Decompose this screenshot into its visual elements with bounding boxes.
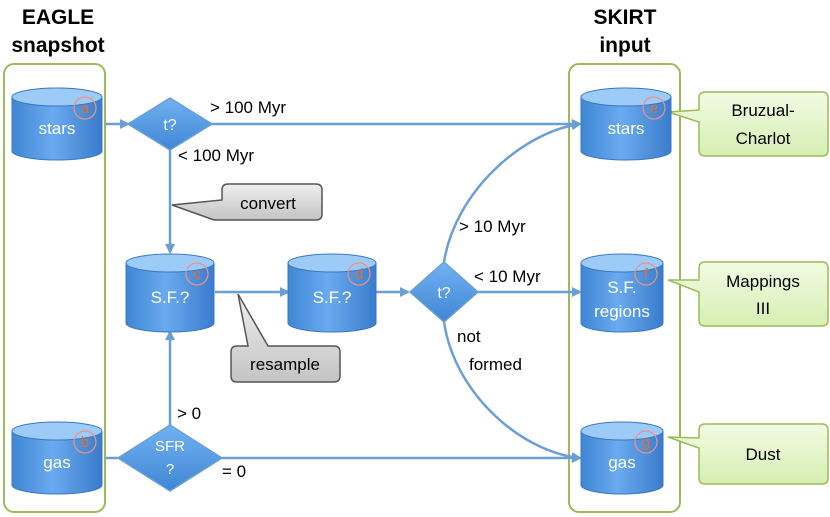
tag-circle (634, 430, 658, 454)
tag-circle (73, 430, 97, 454)
tag-letter-g: g (642, 434, 650, 451)
bc-line1: Bruzual- (731, 101, 794, 120)
cylinder-sf-out-line1: S.F. (607, 278, 636, 297)
connectors (106, 119, 582, 463)
tag-letter-d: d (355, 266, 363, 283)
decision-t1-label: t? (163, 117, 176, 134)
tag-letter-a: a (81, 100, 90, 117)
resample-callout: resample (230, 293, 341, 383)
tag-letter-f: f (644, 266, 649, 283)
bc-line2: Charlot (736, 129, 791, 148)
skirt-panel (568, 63, 681, 513)
cylinder-gas-out-label: gas (608, 453, 635, 472)
decision-t1: t? (126, 97, 214, 151)
tag-circle (347, 262, 371, 286)
convert-callout: convert (171, 183, 323, 221)
dust-callout: Dust (667, 423, 829, 485)
mappings-line1: Mappings (726, 272, 800, 291)
cylinder-sf-out-line2: regions (594, 302, 650, 321)
tag-circle (642, 96, 666, 120)
mappings-callout: Mappings III (667, 261, 829, 327)
edge-label-eq0: = 0 (222, 462, 246, 481)
dust-label: Dust (746, 445, 781, 464)
resample-label: resample (250, 355, 320, 374)
edge-label-gt0: > 0 (177, 404, 201, 423)
bruzual-charlot-callout: Bruzual- Charlot (667, 91, 829, 157)
tag-letter-e: e (650, 100, 658, 117)
tag-circle (185, 262, 209, 286)
cylinders: starsagasbS.F.?cS.F.?dstarseS.F.regionsf… (11, 87, 672, 495)
arrow-t2-to-gas-out (442, 321, 582, 463)
tag-letter-c: c (193, 266, 201, 283)
mappings-line2: III (756, 299, 770, 318)
edge-label-formed: formed (469, 355, 522, 374)
decision-sfr: SFR ? (116, 424, 224, 492)
tag-letter-b: b (81, 434, 89, 451)
decision-t2: t? (408, 260, 480, 324)
cylinder-sf1-label: S.F.? (151, 288, 190, 307)
decision-sfr-line1: SFR (155, 438, 185, 455)
skirt-header-line2: input (599, 34, 650, 57)
tag-circle (634, 262, 658, 286)
eagle-panel (3, 63, 106, 513)
cylinder-stars-in-label: stars (39, 119, 76, 138)
edge-label-gt100: > 100 Myr (210, 98, 286, 117)
eagle-header-line2: snapshot (11, 34, 104, 57)
skirt-header-line1: SKIRT (594, 6, 657, 29)
cylinder-gas-in-label: gas (43, 453, 70, 472)
eagle-header-line1: EAGLE (22, 6, 94, 29)
convert-label: convert (240, 194, 296, 213)
edge-label-lt10: < 10 Myr (474, 267, 541, 286)
edge-label-gt10: > 10 Myr (459, 217, 526, 236)
cylinder-sf-out: S.F. regions f (580, 253, 664, 333)
decision-sfr-line2: ? (166, 461, 174, 478)
cylinder-sf1: S.F.?c (125, 253, 215, 333)
arrow-t2-to-stars-out (442, 120, 582, 263)
cylinder-sf2-label: S.F.? (313, 288, 352, 307)
edge-label-lt100: < 100 Myr (178, 146, 254, 165)
cylinder-sf2: S.F.?d (287, 253, 377, 333)
tag-circle (73, 96, 97, 120)
decision-t2-label: t? (437, 285, 450, 302)
edge-label-not: not (457, 327, 481, 346)
cylinder-stars-out-label: stars (608, 119, 645, 138)
